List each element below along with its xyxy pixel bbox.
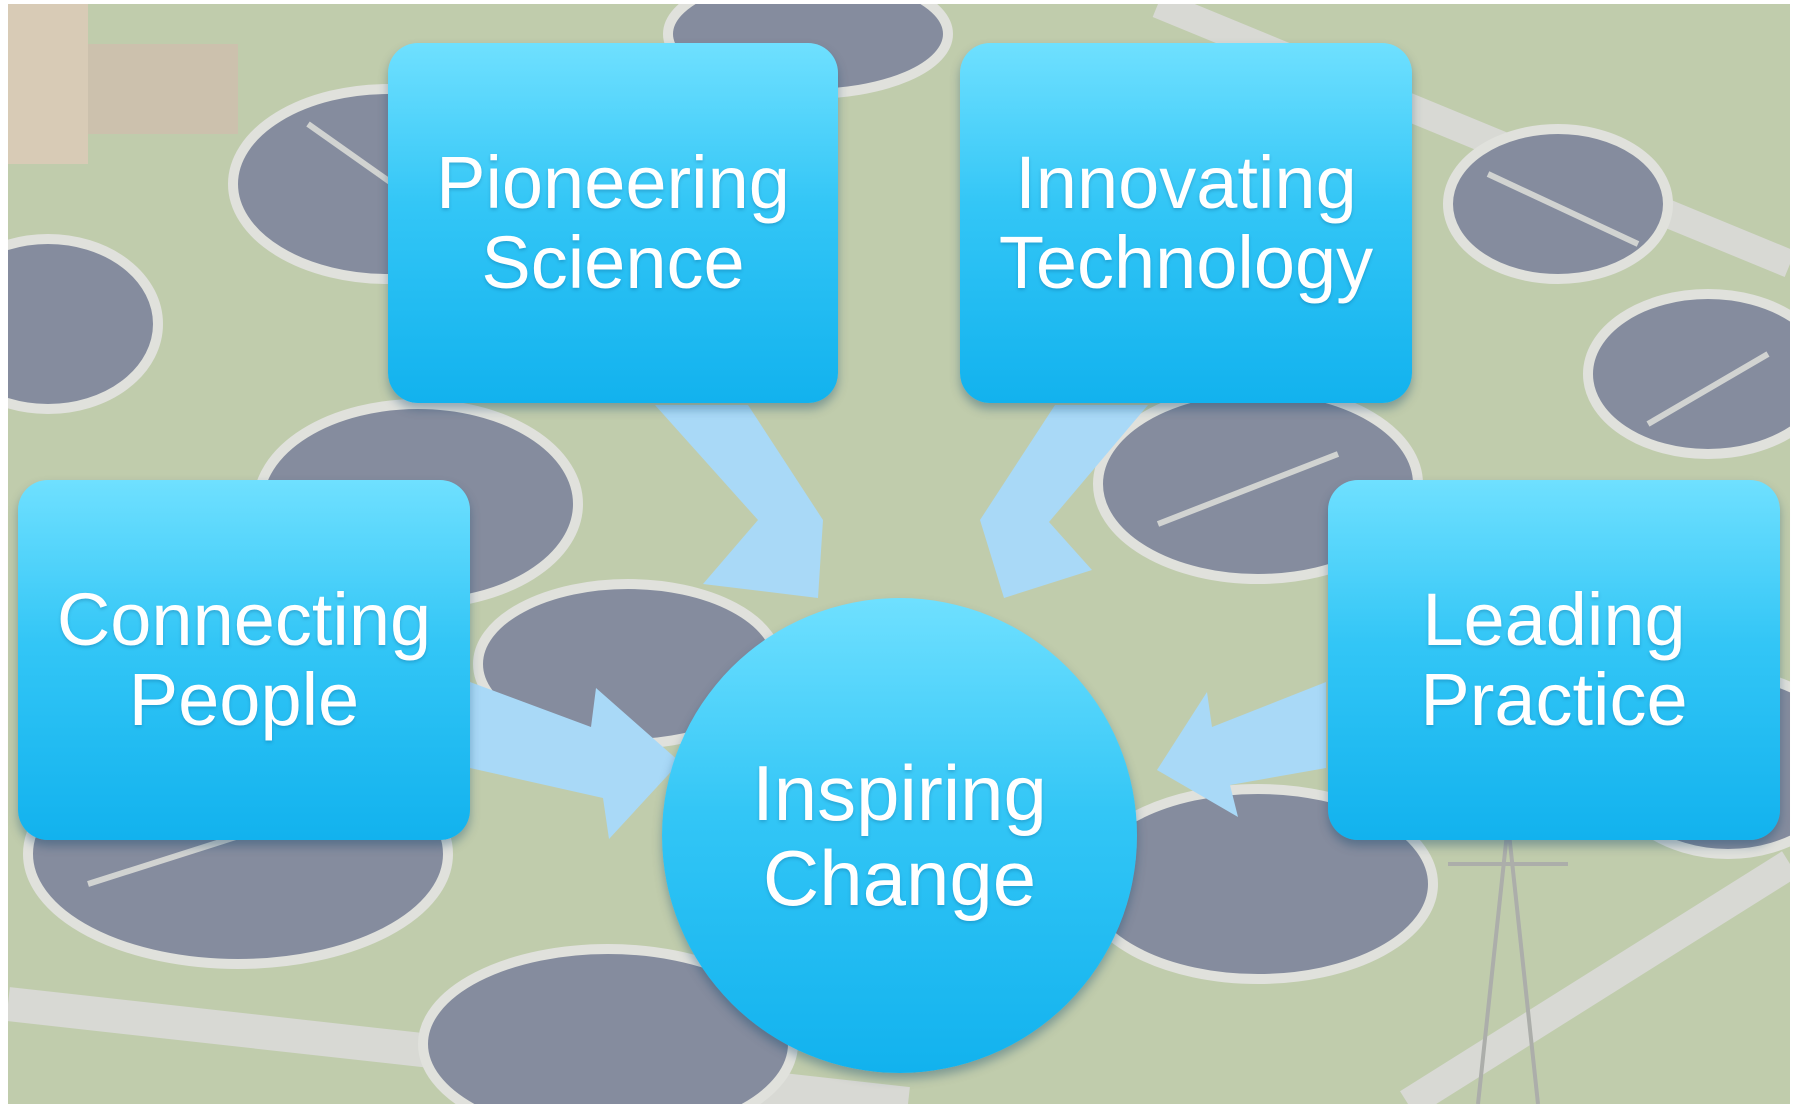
arrow-leading-to-inspiring [1157, 682, 1326, 817]
node-label: Innovating Technology [998, 141, 1374, 304]
node-label: Inspiring Change [752, 749, 1047, 922]
node-inspiring-change: Inspiring Change [662, 598, 1137, 1073]
node-label: Pioneering Science [436, 141, 790, 304]
node-leading-practice: Leading Practice [1328, 480, 1780, 840]
node-pioneering-science: Pioneering Science [388, 43, 838, 403]
node-label: Leading Practice [1420, 578, 1688, 741]
node-innovating-technology: Innovating Technology [960, 43, 1412, 403]
arrow-pioneering-to-inspiring [655, 405, 823, 598]
node-connecting-people: Connecting People [18, 480, 470, 840]
arrow-innovating-to-inspiring [980, 405, 1148, 598]
node-label: Connecting People [56, 578, 432, 741]
arrow-connecting-to-inspiring [470, 682, 680, 839]
